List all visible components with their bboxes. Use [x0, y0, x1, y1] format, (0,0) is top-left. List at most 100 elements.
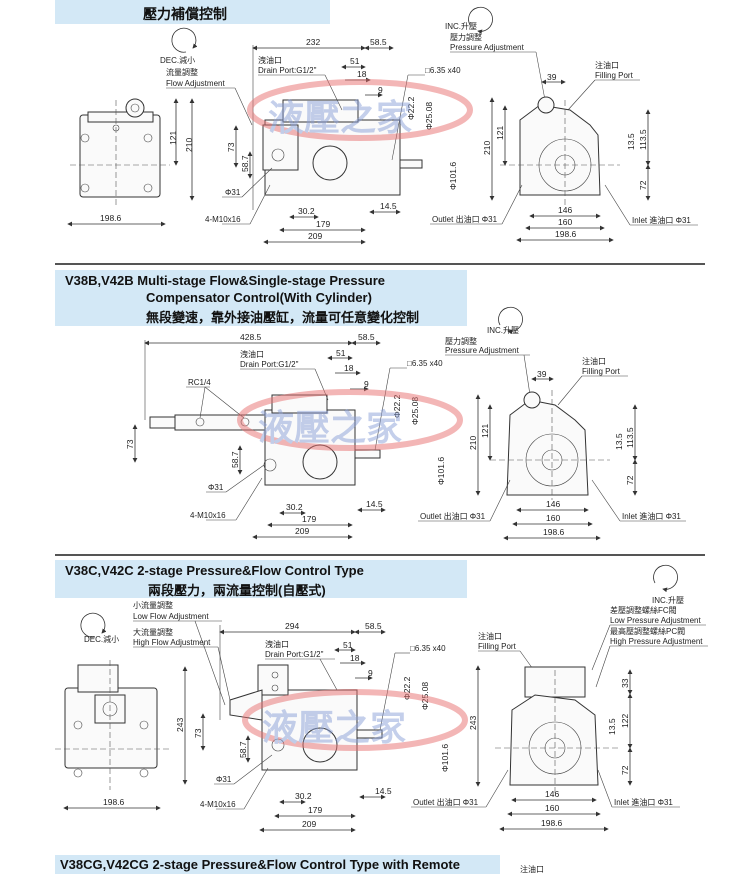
dimension-label: 198.6 [541, 818, 563, 828]
dimension-label: Pressure Adjustment [450, 43, 525, 52]
dimension-label: Filling Port [595, 71, 634, 80]
dimension-label: 210 [468, 436, 478, 450]
drawing-shape [80, 183, 90, 193]
dimension-label: □6.35 x40 [407, 359, 443, 368]
dimension-label: RC1/4 [188, 378, 211, 387]
rear-view: 39 210 121 13.5 113.5 72 146 160 198.6 O… [418, 369, 686, 541]
dimension-line [225, 464, 265, 493]
front-view: 121 210 198.6 [67, 98, 195, 227]
section-1-banner: 壓力補償控制 [55, 0, 330, 24]
dimension-label: 14.5 [366, 499, 383, 509]
section-2-title-zh: 無段變速，靠外接油壓缸，流量可任意變化控制 [146, 310, 420, 325]
dimension-label: 198.6 [103, 797, 125, 807]
dimension-label: 73 [226, 142, 236, 152]
dimension-label: 壓力調整 [445, 336, 477, 346]
dimension-line [591, 624, 611, 671]
drawing-shape [73, 720, 83, 730]
rear-view: 39 210 121 13.5 113.5 72 146 160 198.6 O… [430, 72, 698, 243]
dimension-label: 壓力調整 [450, 32, 482, 42]
drawing-shape [271, 684, 279, 692]
rotation-arrow-icon [653, 564, 678, 593]
dimension-label: INC.升壓 [445, 22, 477, 31]
dimension-line [567, 79, 596, 111]
dimension-label: 18 [357, 69, 367, 79]
dimension-line [523, 354, 531, 396]
dimension-line [204, 386, 245, 419]
dimension-label: 58.7 [240, 155, 250, 172]
dimension-line [249, 184, 271, 225]
dimension-label: Φ22.2 [402, 676, 412, 700]
dimension-label: Filling Port [582, 367, 621, 376]
front-view: 243 198.6 [55, 660, 188, 811]
dimension-label: 179 [308, 805, 322, 815]
dimension-label: 58.7 [230, 451, 240, 468]
dimension-label: Φ31 [225, 188, 241, 197]
dimension-label: 160 [545, 803, 559, 813]
dimension-label: 160 [558, 217, 572, 227]
dimension-label: 121 [480, 424, 490, 438]
dimension-label: 294 [285, 621, 299, 631]
watermark: 液壓之家 [242, 689, 468, 751]
side-view: 294 58.5 洩油口 Drain Port:G1/2" 51 18 9 73… [193, 621, 450, 833]
dimension-label: Outlet 出油口 Φ31 [420, 511, 486, 521]
dimension-label: INC.升壓 [487, 326, 519, 335]
dimension-line [485, 769, 509, 808]
dimension-label: 39 [547, 72, 557, 82]
drawing-shape [237, 389, 463, 451]
rotation-arrow-icon [468, 6, 493, 35]
dimension-label: 209 [295, 526, 309, 536]
drawing-shape [139, 768, 149, 778]
dimension-label: Φ31 [208, 483, 224, 492]
dimension-label: Φ101.6 [436, 457, 446, 485]
dimension-label: High Pressure Adjustment [610, 637, 703, 646]
dimension-label: Inlet 進油口 Φ31 [632, 215, 691, 225]
dimension-label: Outlet 出油口 Φ31 [432, 214, 498, 224]
dimension-label: 洩油口 [240, 349, 264, 359]
dimension-label: 198.6 [100, 213, 122, 223]
dimension-line [374, 367, 391, 451]
dimension-label: 232 [306, 37, 320, 47]
dimension-label: 9 [378, 85, 383, 95]
dimension-line [319, 658, 338, 691]
dimension-label: 小流量調整 [133, 600, 173, 610]
dimension-label: INC.升壓 [652, 596, 684, 605]
dimension-label: High Flow Adjustment [133, 638, 211, 647]
section-2-title-en-2: Compensator Control(With Cylinder) [146, 290, 372, 305]
dimension-line [604, 184, 631, 226]
section-4-title-en: V38CG,V42CG 2-stage Pressure&Flow Contro… [60, 857, 460, 872]
drawing-shape [229, 689, 263, 721]
drawing-shape [271, 671, 279, 679]
dimension-label: 113.5 [638, 129, 648, 150]
dimension-label: Low Pressure Adjustment [610, 616, 701, 625]
dimension-line [241, 167, 273, 198]
dimension-label: 58.5 [370, 37, 387, 47]
dimension-label: 428.5 [240, 332, 262, 342]
drawing-shape [537, 96, 555, 114]
dimension-label: 4-M10x16 [190, 511, 226, 520]
divider [55, 263, 705, 265]
dimension-label: DEC.減小 [84, 634, 119, 644]
section-4-banner: V38CG,V42CG 2-stage Pressure&Flow Contro… [55, 855, 500, 874]
dimension-label: 液壓之家 [258, 407, 402, 449]
dimension-label: Φ22.2 [406, 96, 416, 120]
drawing-shape [519, 104, 601, 196]
dimension-label: Φ101.6 [448, 162, 458, 190]
watermark: 液壓之家 [237, 389, 463, 451]
dimension-label: 210 [482, 141, 492, 155]
dimension-label: 18 [344, 363, 354, 373]
dimension-label: 121 [168, 131, 178, 145]
dimension-label: Φ31 [216, 775, 232, 784]
dimension-label: Drain Port:G1/2" [240, 360, 299, 369]
drawing-shape [271, 148, 285, 162]
dimension-label: □6.35 x40 [410, 644, 446, 653]
dimension-line [199, 386, 206, 419]
dimension-label: 液壓之家 [262, 707, 406, 749]
dimension-label: 179 [302, 514, 316, 524]
drawing-shape [149, 416, 176, 429]
dimension-label: 243 [468, 716, 478, 730]
dimension-label: 73 [193, 728, 203, 738]
dec-label: DEC.減小 [160, 55, 195, 65]
section-3-title-zh: 兩段壓力，兩流量控制(自壓式) [148, 583, 326, 598]
dimension-label: 73 [125, 439, 135, 449]
